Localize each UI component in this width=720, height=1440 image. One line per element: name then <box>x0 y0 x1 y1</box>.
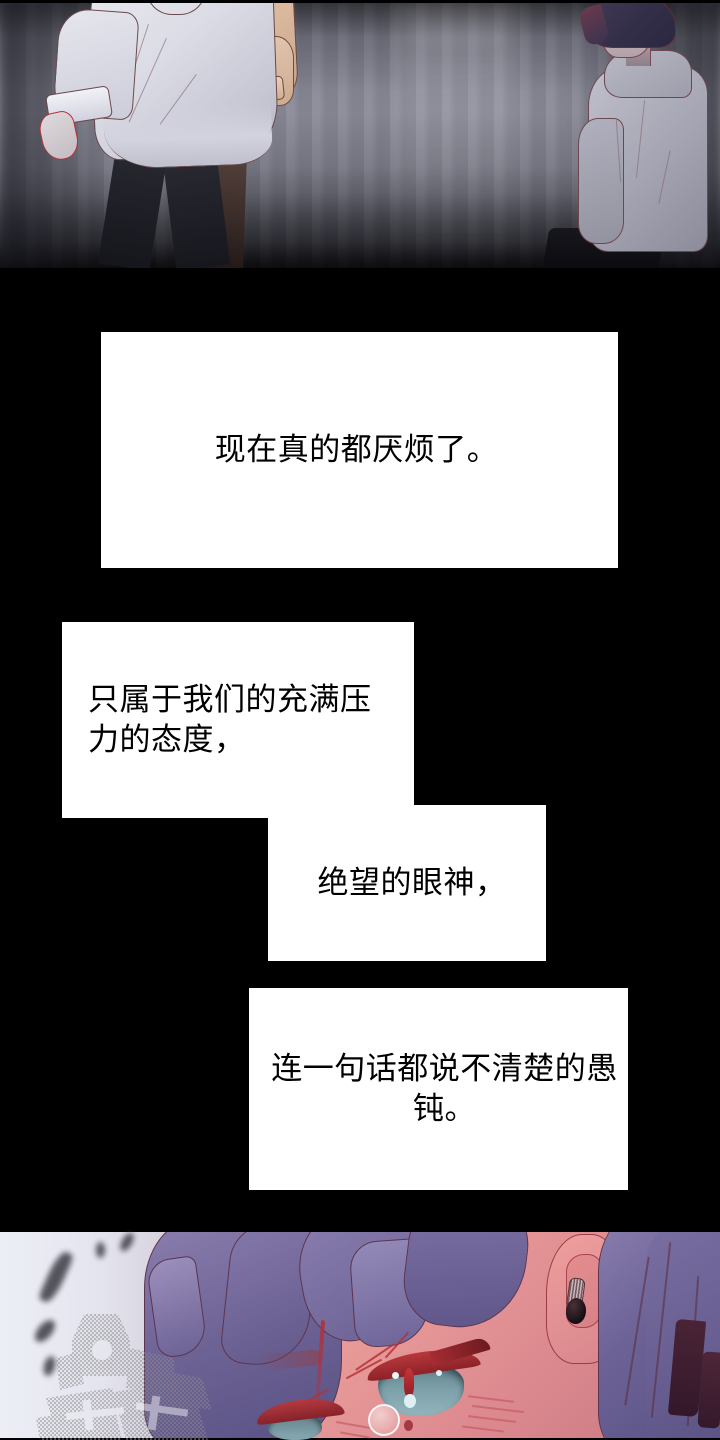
panel-top-hallway <box>0 0 720 268</box>
caption-box-1: 现在真的都厌烦了。 <box>101 332 618 568</box>
caption-box-2: 只属于我们的充满压力的态度， <box>62 622 414 818</box>
tear-drop <box>368 1404 400 1436</box>
hallway-window-blur <box>398 2 518 254</box>
eye-highlight <box>436 1370 442 1376</box>
hallway-ledge-blur-upper <box>414 30 500 44</box>
hallway-ledge-blur-lower <box>408 64 508 76</box>
eye-highlight <box>392 1372 399 1379</box>
caption-text-1: 现在真的都厌烦了。 <box>214 431 499 467</box>
panel-bottom-crying-closeup <box>0 1232 720 1440</box>
page-trim-top <box>0 0 720 3</box>
caption-text-2: 只属于我们的充满压力的态度， <box>88 681 372 757</box>
tear-speck <box>404 1420 413 1431</box>
caption-box-3: 绝望的眼神， <box>268 805 546 961</box>
caption-box-4: 连一句话都说不清楚的愚钝。 <box>249 988 628 1190</box>
iris-highlight <box>404 1368 414 1398</box>
foreground-blur-speck <box>96 1242 105 1258</box>
caption-text-3: 绝望的眼神， <box>317 864 507 900</box>
page-trim-bottom <box>0 1438 720 1440</box>
caption-text-4: 连一句话都说不清楚的愚钝。 <box>271 1050 618 1126</box>
eye-highlight <box>404 1394 416 1408</box>
